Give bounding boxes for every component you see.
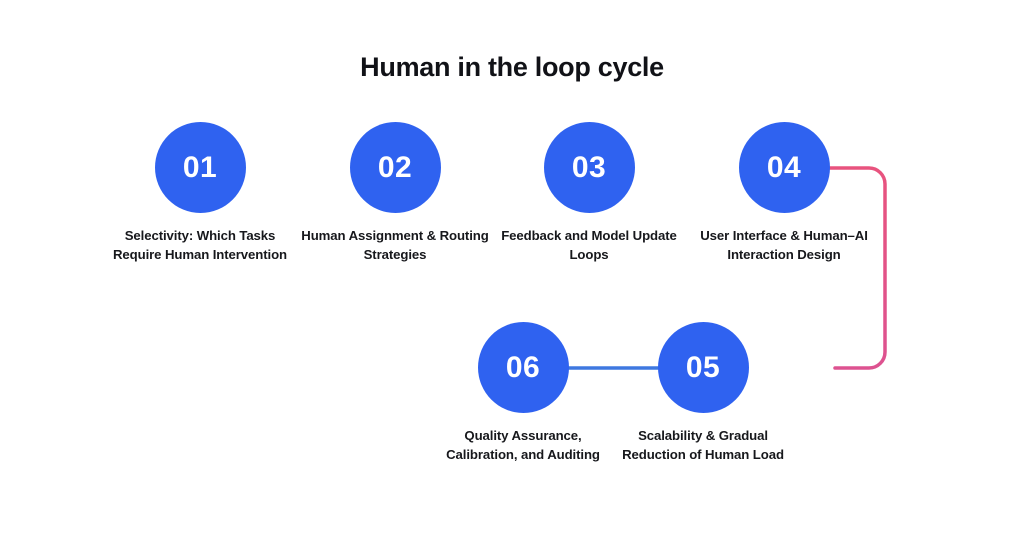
connector-04-05-elbow [822,166,887,370]
step-label-01: Selectivity: Which Tasks Require Human I… [113,228,287,262]
step-node-06[interactable]: 06 Quality Assurance, Calibration, and A… [398,322,648,464]
step-circle-03[interactable]: 03 [543,122,635,213]
step-label-02: Human Assignment & Routing Strategies [301,228,489,262]
step-node-03[interactable]: 03 Feedback and Model Update Loops [464,122,714,264]
step-circle-05[interactable]: 05 [657,322,749,413]
step-circle-02[interactable]: 02 [349,122,441,213]
step-label-04: User Interface & Human–AI Interaction De… [700,228,868,262]
step-number-06: 06 [505,350,541,384]
step-circle-04[interactable]: 04 [738,122,830,213]
step-number-05: 05 [685,350,721,384]
step-label-06: Quality Assurance, Calibration, and Audi… [446,428,600,462]
step-circle-06[interactable]: 06 [477,322,569,413]
step-node-02[interactable]: 02 Human Assignment & Routing Strategies [270,122,520,264]
step-label-05: Scalability & Gradual Reduction of Human… [622,428,784,462]
step-node-04[interactable]: 04 User Interface & Human–AI Interaction… [659,122,909,264]
page-title: Human in the loop cycle [360,52,664,82]
step-label-03: Feedback and Model Update Loops [501,228,677,262]
step-number-03: 03 [571,150,607,184]
step-node-05[interactable]: 05 Scalability & Gradual Reduction of Hu… [578,322,828,464]
step-number-01: 01 [182,150,218,184]
step-number-04: 04 [766,150,802,184]
step-node-01[interactable]: 01 Selectivity: Which Tasks Require Huma… [75,122,325,264]
step-circle-01[interactable]: 01 [154,122,246,213]
step-number-02: 02 [377,150,413,184]
